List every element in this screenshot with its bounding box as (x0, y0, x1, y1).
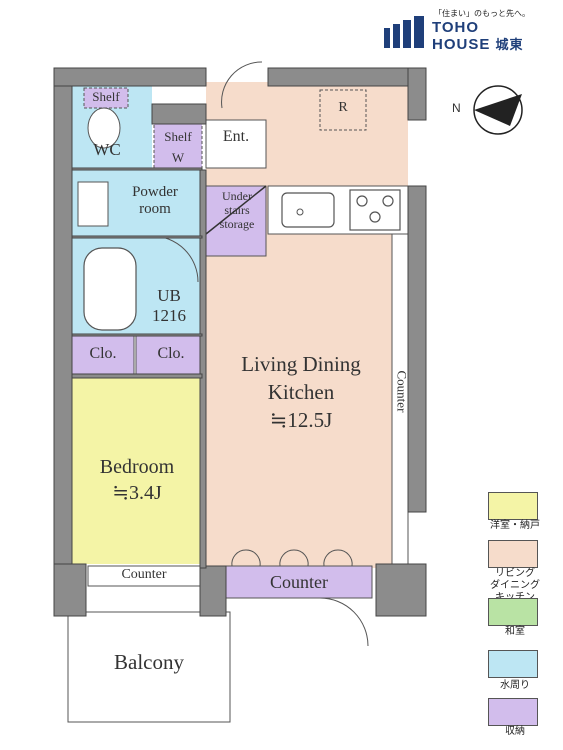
label-ldk: Living Dining Kitchen ≒12.5J (210, 350, 392, 434)
label-ldk-1: Living Dining (241, 352, 361, 376)
brand-name-line2: HOUSE (432, 36, 491, 53)
legend-swatch (488, 698, 538, 726)
label-powder-room: Powder room (112, 184, 198, 219)
legend-swatch (488, 540, 538, 568)
label-balcony: Balcony (114, 650, 184, 674)
toho-logo-icon (384, 16, 424, 48)
brand-name: TOHO HOUSE 城東 (432, 19, 524, 54)
label-ldk-2: Kitchen (267, 380, 335, 404)
legend-label: リビング ダイニング キッチン (490, 568, 540, 603)
compass-north-label: N (452, 101, 461, 115)
legend-label: 水周り (500, 680, 530, 691)
stove-icon (349, 189, 401, 231)
walls (53, 67, 427, 617)
label-under-stairs-3: storage (219, 216, 255, 231)
sink-icon (281, 192, 335, 228)
legend-label: 和室 (505, 626, 525, 637)
legend-label: 収納 (505, 726, 525, 737)
label-powder-room-2: room (139, 201, 171, 218)
label-under-stairs-1: Under (222, 189, 252, 203)
closet-left (71, 335, 135, 375)
label-closet-left: Clo. (89, 345, 117, 362)
brand-tagline: 「住まい」のもっと先へ。 (434, 9, 530, 18)
label-counter-side: Counter (394, 370, 410, 413)
label-refrigerator: R (338, 100, 348, 115)
label-powder-room-1: Powder (132, 184, 178, 200)
label-under-stairs: Under stairs storage (206, 189, 268, 231)
shelf-w-storage (153, 123, 203, 169)
legend-swatch (488, 650, 538, 678)
label-ldk-3: ≒12.5J (269, 408, 333, 432)
brand-name-line1: TOHO (432, 19, 480, 36)
bedroom-area (72, 378, 202, 564)
label-closet-right: Clo. (157, 345, 185, 362)
label-counter-main: Counter (270, 572, 328, 592)
legend-swatch (488, 598, 538, 626)
label-bedroom: Bedroom ≒3.4J (72, 454, 202, 506)
refrigerator-space (319, 89, 367, 131)
label-shelf-wc: Shelf (92, 89, 120, 104)
label-unit-bath: UB 1216 (138, 286, 200, 325)
label-bedroom-1: Bedroom (99, 456, 175, 478)
brand-region: 城東 (495, 38, 524, 53)
label-counter-balcony: Counter (121, 567, 167, 582)
label-wc: WC (93, 140, 121, 159)
balcony-area (67, 611, 231, 723)
label-unit-bath-2: 1216 (152, 305, 186, 325)
legend-swatch (488, 492, 538, 520)
label-entrance: Ent. (222, 128, 250, 145)
label-w: W (171, 150, 185, 165)
legend-label: 洋室・納戸 (490, 520, 540, 531)
under-stairs-storage (205, 185, 267, 257)
label-under-stairs-2: stairs (224, 202, 250, 217)
label-unit-bath-1: UB (157, 286, 181, 305)
entrance (205, 119, 267, 169)
label-shelf-w: Shelf (164, 129, 192, 144)
compass-icon (473, 85, 523, 135)
label-bedroom-2: ≒3.4J (112, 482, 162, 504)
